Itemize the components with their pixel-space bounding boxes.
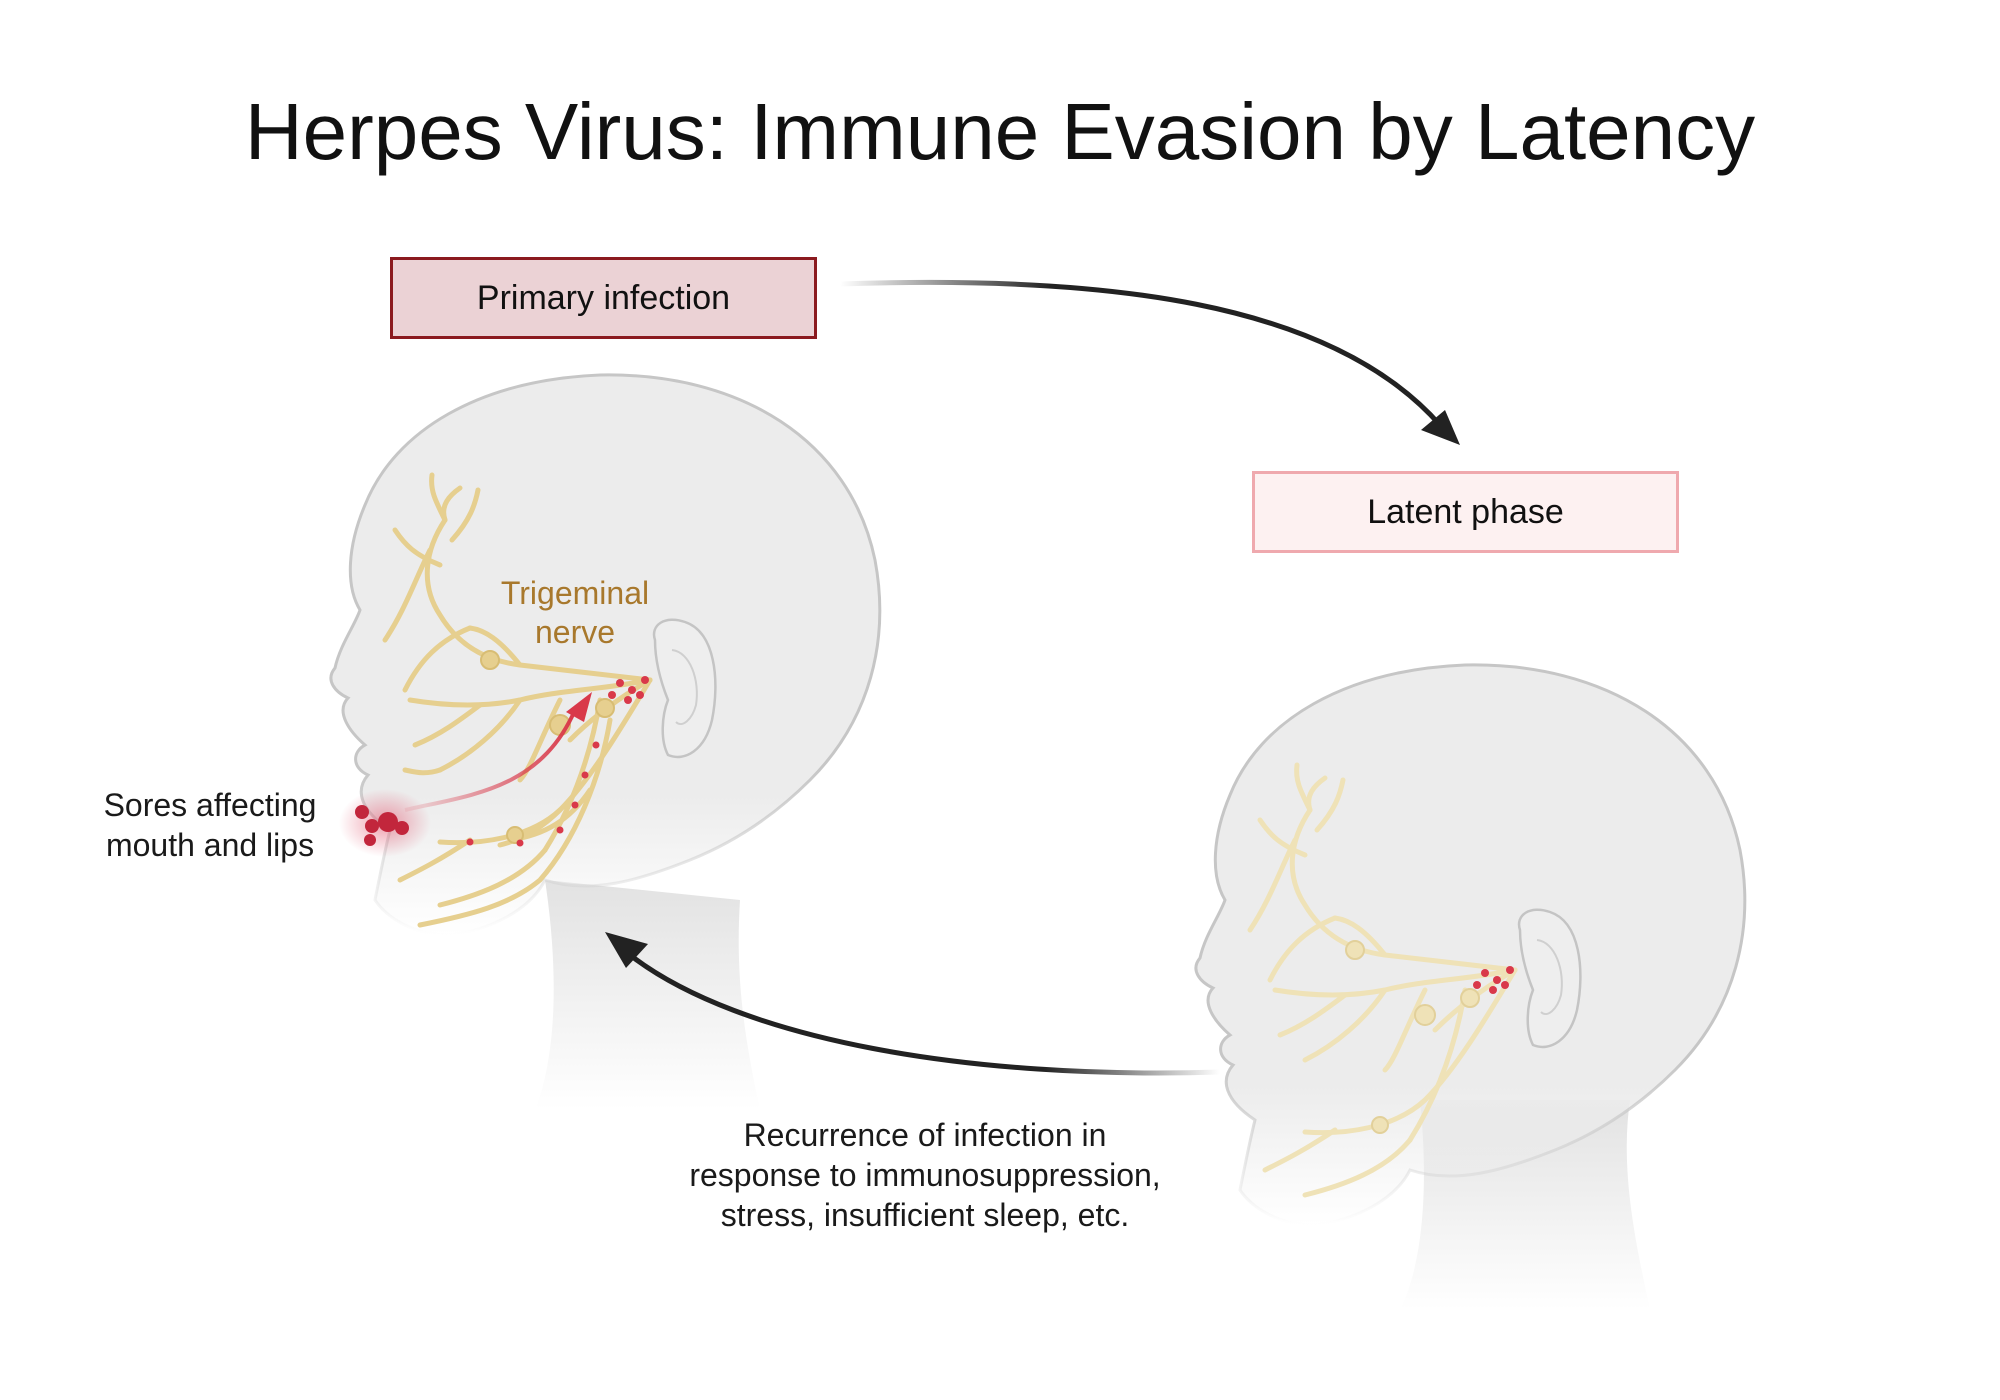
arrow-latent-to-primary	[628, 953, 1221, 1076]
right-virus-particles	[1473, 966, 1514, 994]
latent-phase-box: Latent phase	[1252, 471, 1679, 553]
right-trigeminal-nerve	[1247, 762, 1518, 1198]
virus-travel-arrowhead	[566, 692, 592, 722]
right-head	[1194, 663, 1747, 1310]
arrow-primary-to-latent-head	[1421, 410, 1460, 445]
virus-travel-arrow	[404, 709, 577, 812]
trigeminal-line-1: Trigeminal	[500, 575, 650, 611]
right-neuron-cells	[1345, 940, 1480, 1134]
recurrence-line-1: Recurrence of infection in	[743, 1117, 1107, 1153]
left-virus-particles	[466, 676, 649, 847]
sores-line-2: mouth and lips	[105, 827, 315, 863]
arrow-latent-to-primary-head	[605, 932, 648, 968]
recurrence-line-2: response to immunosuppression,	[689, 1157, 1161, 1193]
sores-line-1: Sores affecting	[103, 787, 317, 823]
primary-infection-label: Primary infection	[476, 278, 731, 317]
arrow-primary-to-latent	[839, 279, 1442, 427]
sores-label: Sores affecting mouth and lips	[70, 785, 350, 865]
left-ear	[652, 618, 717, 759]
trigeminal-nerve-label: Trigeminal nerve	[470, 574, 680, 652]
primary-infection-box: Primary infection	[390, 257, 817, 339]
right-ear-inner	[1536, 939, 1563, 1015]
right-head-outline	[1194, 663, 1747, 1227]
left-neck	[535, 880, 760, 1110]
left-head-outline	[329, 373, 882, 937]
latent-phase-label: Latent phase	[1367, 492, 1564, 531]
right-ear	[1517, 908, 1582, 1049]
left-trigeminal-nerve	[382, 472, 653, 928]
left-ear-inner	[671, 649, 698, 725]
recurrence-label: Recurrence of infection in response to i…	[640, 1115, 1210, 1235]
recurrence-line-3: stress, insufficient sleep, etc.	[720, 1197, 1130, 1233]
trigeminal-line-2: nerve	[534, 614, 616, 650]
lip-sores	[339, 789, 431, 857]
page-title: Herpes Virus: Immune Evasion by Latency	[244, 87, 1756, 176]
